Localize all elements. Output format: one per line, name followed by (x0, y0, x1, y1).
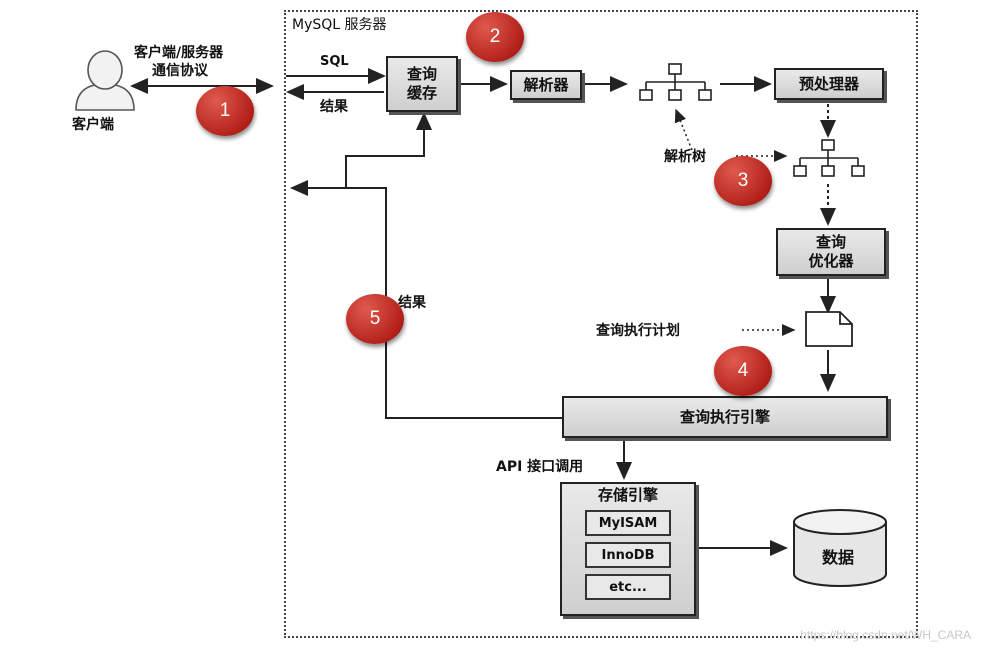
user-icon (75, 50, 135, 111)
watermark-text: https://blog.csdn.net/WH_CARA (800, 628, 971, 642)
server-title: MySQL 服务器 (292, 17, 387, 33)
step-badge-3: 3 (714, 156, 772, 206)
client-label: 客户端 (72, 117, 114, 133)
parse-tree-icon-2 (793, 139, 865, 177)
execution-plan-label: 查询执行计划 (596, 323, 680, 339)
query-cache-box: 查询缓存 (386, 56, 458, 112)
api-call-label: API 接口调用 (496, 459, 584, 475)
query-execution-engine-box: 查询执行引擎 (562, 396, 888, 438)
preprocessor-box: 预处理器 (774, 68, 884, 100)
step-badge-5: 5 (346, 294, 404, 344)
engine-innodb: InnoDB (585, 542, 671, 568)
mysql-server-frame (284, 10, 918, 638)
optimizer-line1: 查询 (815, 233, 846, 252)
parse-tree-label: 解析树 (664, 149, 706, 165)
result-label-left: 结果 (398, 295, 426, 311)
parse-tree-icon (639, 63, 712, 101)
optimizer-line2: 优化器 (808, 252, 854, 270)
step-badge-2: 2 (466, 12, 524, 62)
protocol-label-line1: 客户端/服务器 (134, 45, 224, 61)
query-cache-line2: 缓存 (406, 84, 437, 102)
query-optimizer-box: 查询优化器 (776, 228, 886, 276)
data-label: 数据 (822, 548, 855, 567)
storage-engine-title: 存储引擎 (597, 486, 658, 504)
sql-label: SQL (320, 54, 349, 69)
parser-box: 解析器 (510, 70, 582, 100)
result-label-top: 结果 (320, 99, 348, 115)
step-badge-4: 4 (714, 346, 772, 396)
database-icon (793, 509, 887, 587)
protocol-label-line2: 通信协议 (152, 63, 208, 79)
document-icon (805, 311, 853, 347)
engine-etc: etc... (585, 574, 671, 600)
query-cache-line1: 查询 (406, 65, 437, 84)
engine-myisam: MyISAM (585, 510, 671, 536)
step-badge-1: 1 (196, 86, 254, 136)
